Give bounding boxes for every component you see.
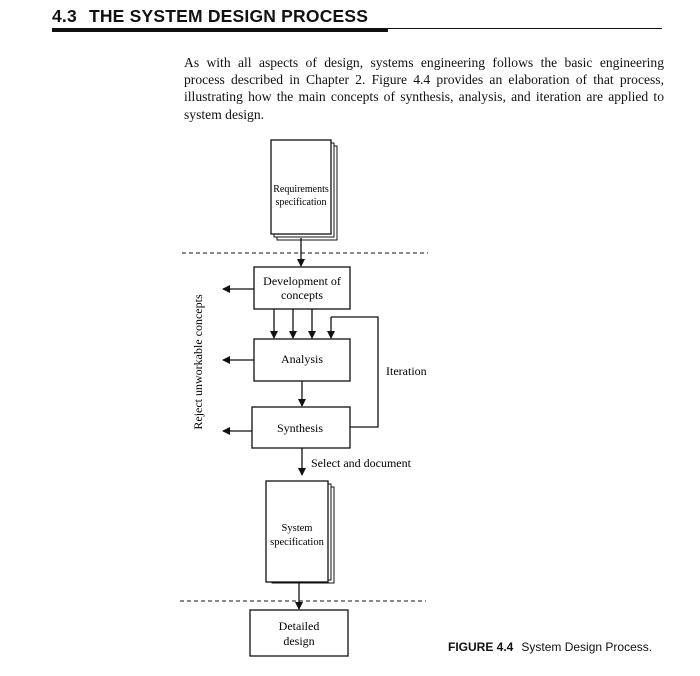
requirements-spec-document: Requirements specification — [270, 139, 338, 241]
system-spec-document: System specification — [265, 480, 335, 584]
analysis-box: Analysis — [253, 338, 351, 382]
intro-paragraph: As with all aspects of design, systems e… — [184, 54, 664, 122]
detailed-label-2: design — [283, 634, 314, 648]
figure-caption: FIGURE 4.4 System Design Process. — [448, 640, 652, 654]
detailed-label-1: Detailed — [279, 619, 320, 633]
iteration-label: Iteration — [386, 364, 427, 378]
development-label-2: concepts — [281, 288, 323, 302]
synthesis-label: Synthesis — [277, 421, 323, 435]
detailed-design-box: Detailed design — [249, 609, 349, 657]
synthesis-box: Synthesis — [251, 406, 351, 449]
figure-caption-text: System Design Process. — [521, 640, 653, 654]
iteration-loop — [331, 316, 379, 428]
heading-rule-thick — [52, 28, 388, 32]
section-number: 4.3 — [52, 6, 77, 26]
select-document-label: Select and document — [311, 456, 412, 470]
section-title: THE SYSTEM DESIGN PROCESS — [88, 6, 369, 26]
system-spec-label-2: specification — [270, 537, 324, 548]
development-box: Development of concepts — [253, 266, 351, 310]
requirements-label-1: Requirements — [273, 184, 329, 195]
development-label-1: Development of — [263, 274, 341, 288]
reject-label: Reject unworkable concepts — [191, 294, 205, 430]
section-heading: 4.3 THE SYSTEM DESIGN PROCESS — [52, 6, 368, 27]
figure-label: FIGURE 4.4 — [448, 640, 514, 654]
system-spec-label-1: System — [282, 523, 313, 534]
requirements-label-2: specification — [275, 197, 326, 208]
analysis-label: Analysis — [281, 352, 323, 366]
